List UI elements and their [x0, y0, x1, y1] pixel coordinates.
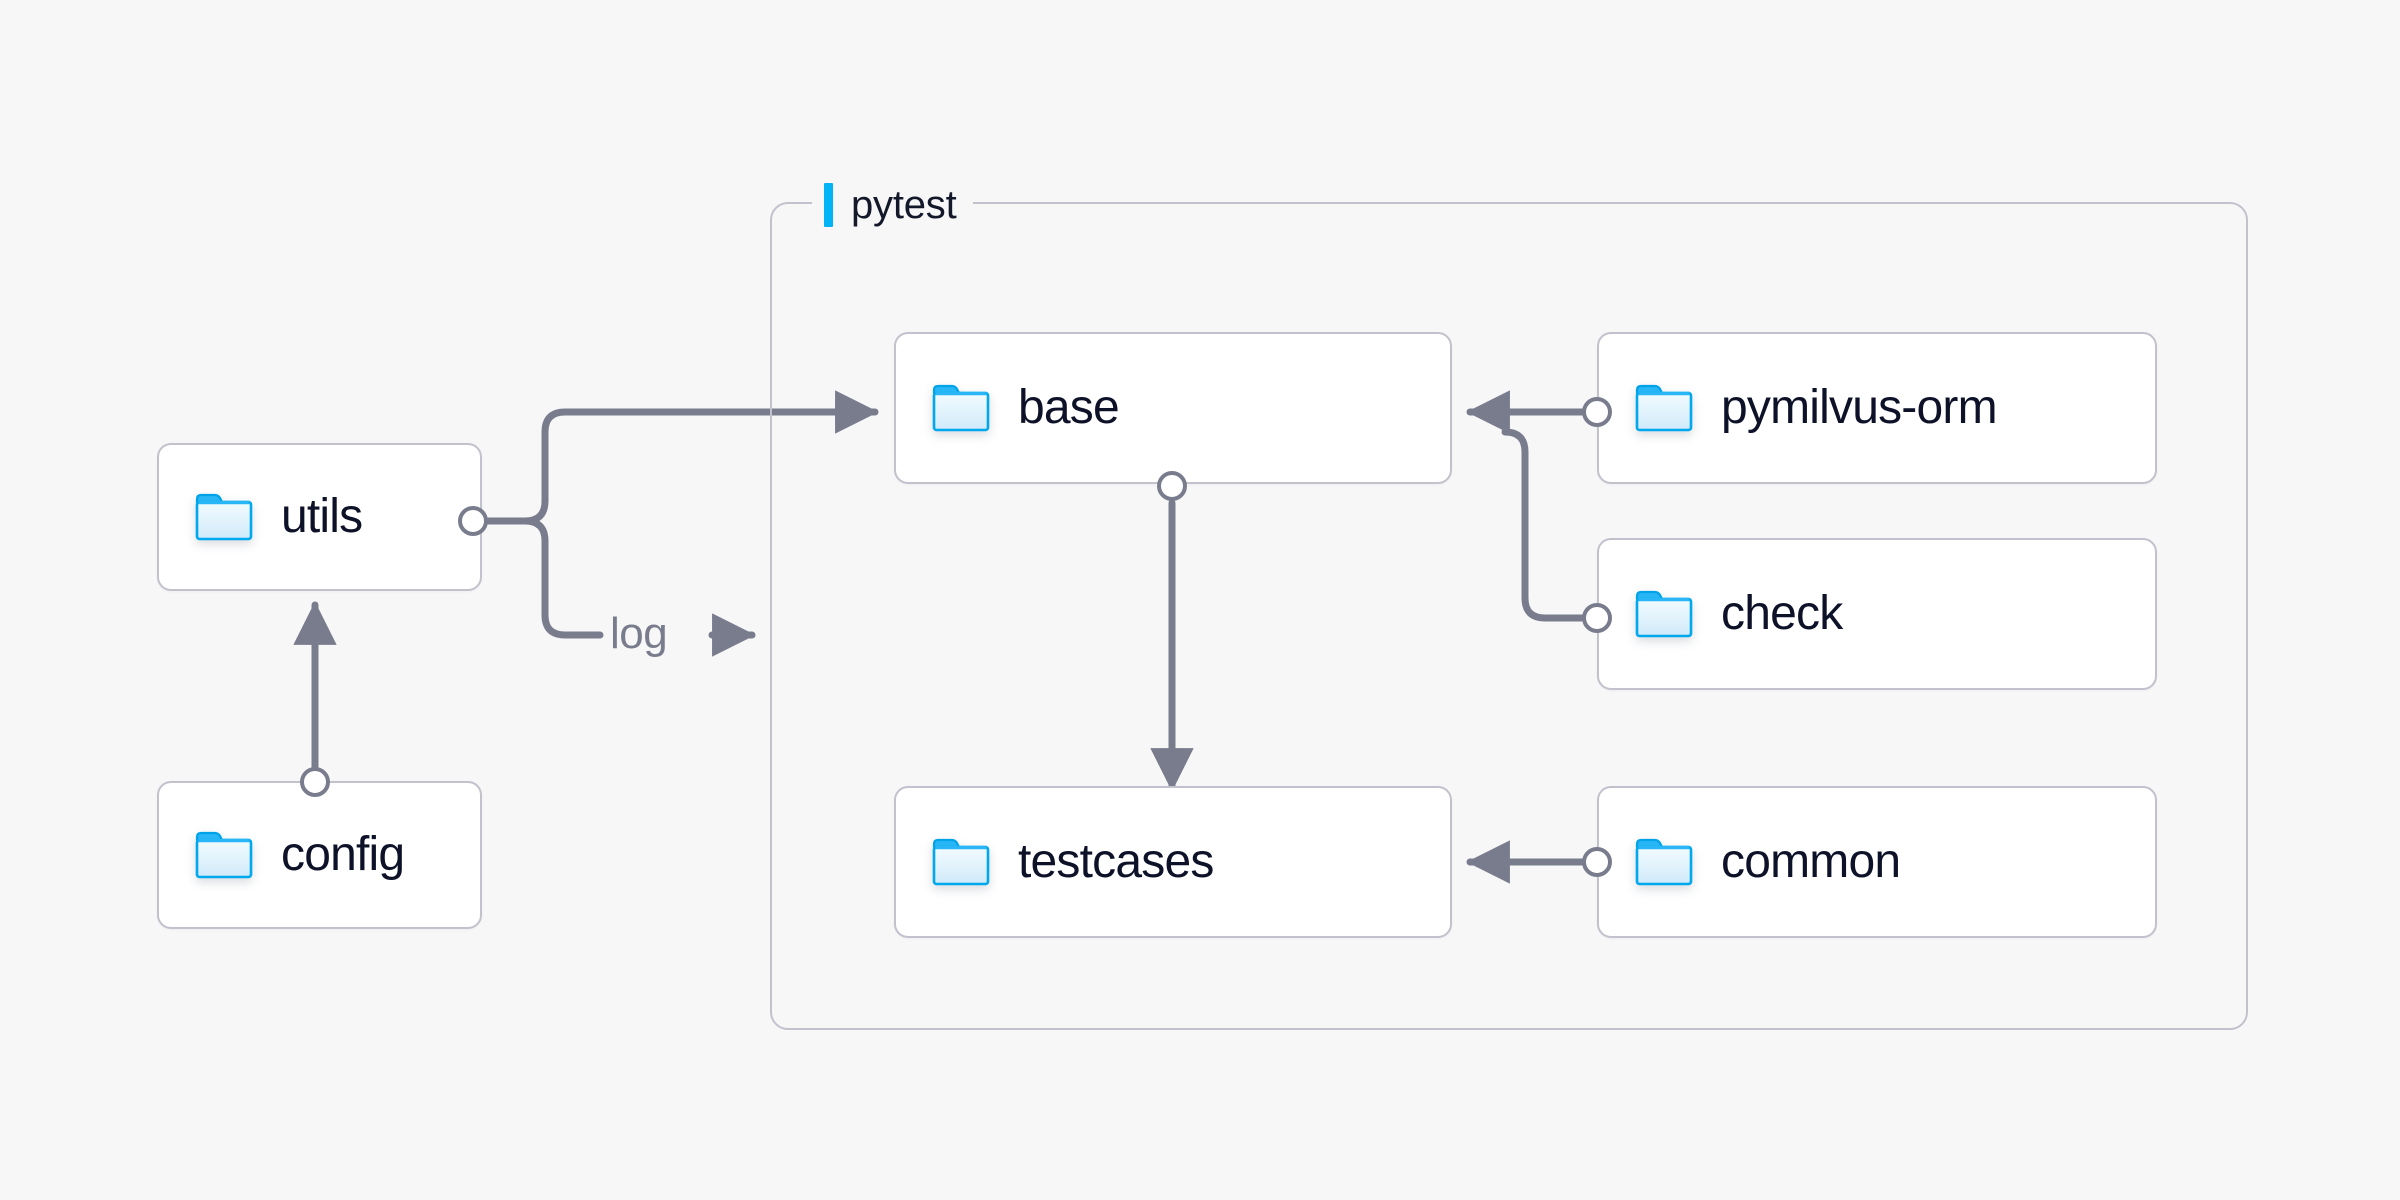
- port-check-left[interactable]: [1582, 603, 1612, 633]
- group-accent-bar: [824, 183, 833, 227]
- node-label-common: common: [1721, 835, 1901, 888]
- node-label-check: check: [1721, 587, 1843, 640]
- folder-icon: [932, 838, 990, 886]
- node-check[interactable]: check: [1597, 538, 2157, 690]
- edge-utils-to-pytest-log-a: [521, 517, 604, 639]
- pytest-group-label: pytest: [812, 178, 973, 232]
- folder-icon: [1635, 590, 1693, 638]
- node-label-base: base: [1018, 381, 1120, 434]
- folder-icon: [195, 831, 253, 879]
- node-config[interactable]: config: [157, 781, 482, 929]
- group-title-text: pytest: [851, 182, 957, 227]
- node-testcases[interactable]: testcases: [894, 786, 1452, 938]
- pytest-group-box: [770, 202, 2248, 1030]
- port-pymilvus-orm-left[interactable]: [1582, 397, 1612, 427]
- node-label-utils: utils: [281, 490, 363, 543]
- port-base-bottom[interactable]: [1157, 471, 1187, 501]
- folder-icon: [1635, 838, 1693, 886]
- port-config-top[interactable]: [300, 767, 330, 797]
- port-common-left[interactable]: [1582, 847, 1612, 877]
- edge-label-log: log: [610, 609, 668, 658]
- folder-icon: [1635, 384, 1693, 432]
- node-label-config: config: [281, 828, 405, 881]
- folder-icon: [195, 493, 253, 541]
- node-common[interactable]: common: [1597, 786, 2157, 938]
- port-utils-right[interactable]: [458, 506, 488, 536]
- node-base[interactable]: base: [894, 332, 1452, 484]
- node-label-testcases: testcases: [1018, 835, 1214, 888]
- node-utils[interactable]: utils: [157, 443, 482, 591]
- node-label-pymilvus-orm: pymilvus-orm: [1721, 381, 1998, 434]
- node-pymilvus-orm[interactable]: pymilvus-orm: [1597, 332, 2157, 484]
- folder-icon: [932, 384, 990, 432]
